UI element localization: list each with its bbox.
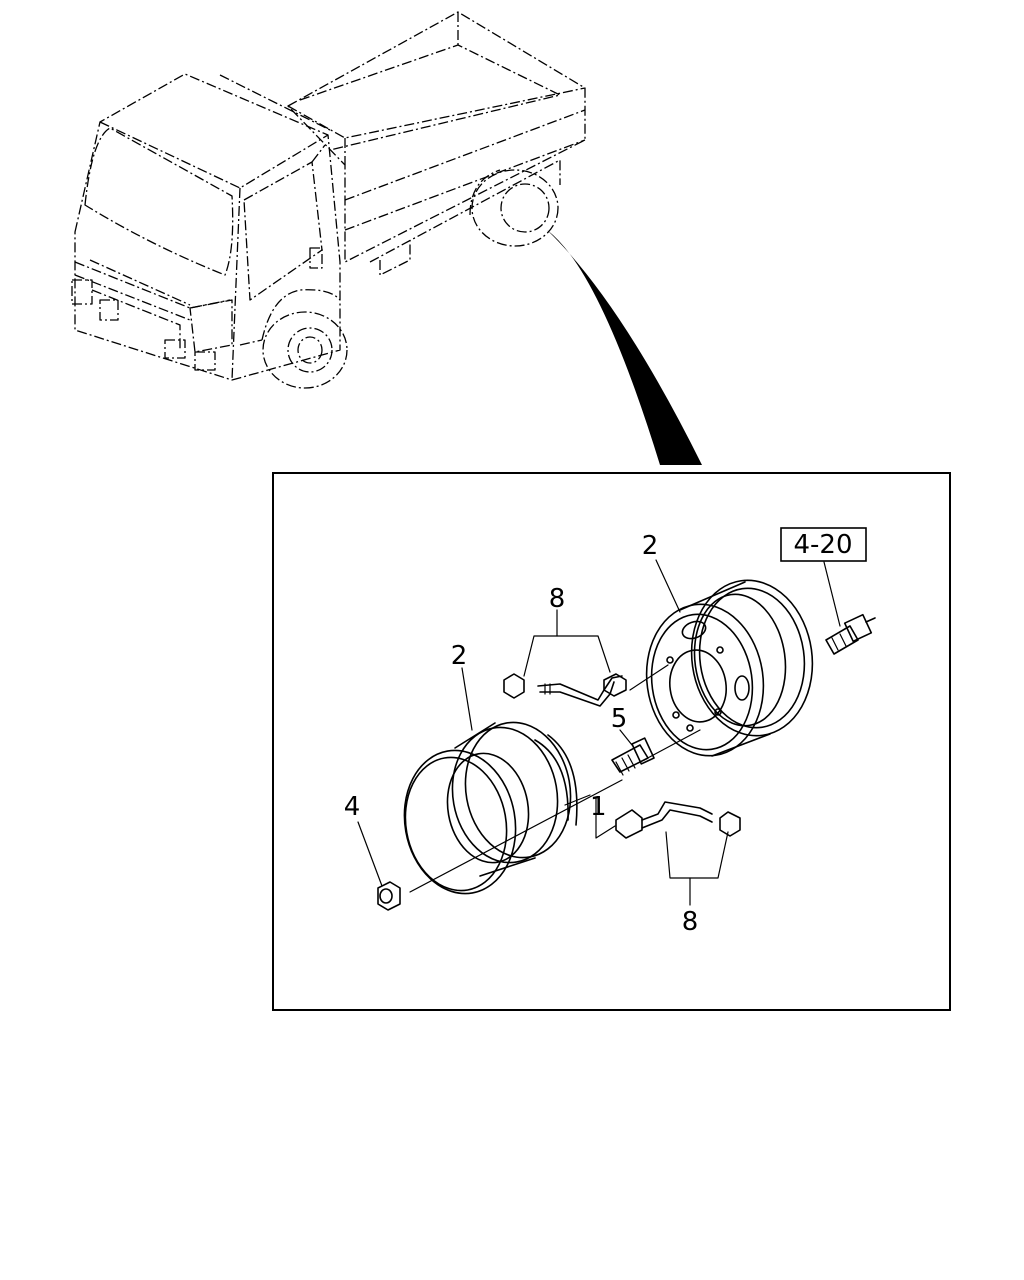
callout-8-bottom: 8 bbox=[682, 907, 699, 937]
rear-wheel-rim bbox=[645, 579, 814, 757]
callout-5: 5 bbox=[611, 704, 628, 734]
callout-2-front: 2 bbox=[451, 641, 468, 671]
reference-box[interactable]: 4-20 bbox=[780, 527, 867, 562]
truck-cab bbox=[71, 73, 348, 389]
callout-4: 4 bbox=[344, 792, 361, 822]
front-wheel-rim bbox=[403, 721, 578, 895]
valve-extension-lower bbox=[615, 801, 741, 839]
leader-lines bbox=[357, 559, 841, 906]
truck-illustration bbox=[71, 11, 586, 389]
hub-bolt bbox=[611, 737, 655, 776]
valve-extension-upper bbox=[503, 673, 627, 707]
reference-box-label: 4-20 bbox=[793, 530, 852, 560]
truck-rear-wheel bbox=[469, 169, 559, 247]
stud-bolt bbox=[825, 613, 876, 655]
callout-2-rear: 2 bbox=[642, 531, 659, 561]
wheel-nut bbox=[377, 881, 401, 911]
detail-frame bbox=[272, 472, 951, 1011]
cargo-bed bbox=[219, 11, 586, 276]
callout-1: 1 bbox=[590, 792, 607, 822]
pointer-arrow bbox=[547, 230, 702, 465]
callout-8-top: 8 bbox=[549, 584, 566, 614]
